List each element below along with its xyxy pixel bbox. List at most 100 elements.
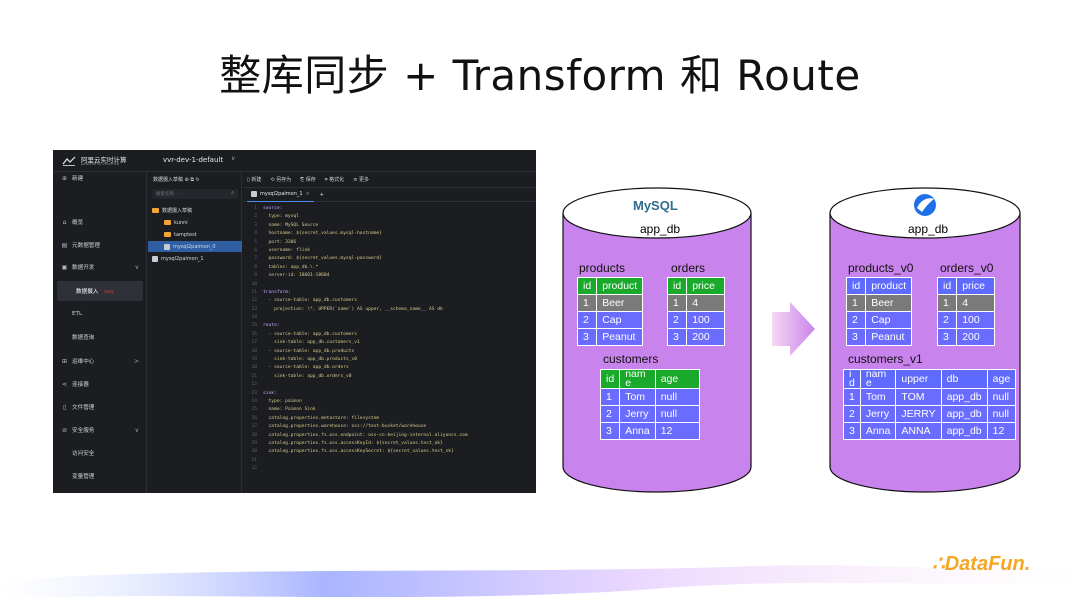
toolbar-button[interactable]: ⟲ 另存为: [270, 176, 291, 183]
source-db-name: app_db: [640, 222, 681, 236]
tree-search-input[interactable]: 搜索名称... ⌕: [152, 189, 238, 199]
sidebar-item-label: 连接器: [72, 382, 89, 388]
code-line: 29 catalog.properties.fs.oss.accessKeyId…: [243, 440, 536, 448]
sidebar-item[interactable]: ▤元数据管理: [53, 235, 147, 255]
sidebar-item[interactable]: 变量管理: [53, 466, 147, 486]
toolbar-label: 新建: [251, 177, 262, 183]
line-number: 12: [251, 298, 257, 304]
tree-item-label: mysql2paimon_1: [161, 255, 204, 262]
table-cell: JERRY: [895, 405, 942, 423]
sidebar-item[interactable]: 访问安全: [53, 443, 147, 463]
toolbar-button[interactable]: ▯ 新建: [247, 176, 261, 183]
code-text: - source-table: app_db.products: [263, 348, 355, 354]
sidebar-item-label: 数据摄入: [76, 289, 99, 295]
chevron-down-icon[interactable]: ∨: [231, 155, 236, 162]
line-number: 20: [251, 365, 257, 371]
table-cell: Tom: [859, 388, 897, 406]
line-number: 23: [251, 390, 257, 396]
table-cell: 2: [843, 405, 861, 423]
ide-header: 阿里云实时计算 powered by ververica vvr-dev-1-d…: [53, 150, 536, 172]
table-header-cell: product: [596, 277, 644, 295]
file-icon: [164, 243, 170, 250]
sidebar-item[interactable]: ⊕新建: [53, 168, 147, 188]
table-header-cell: id: [666, 277, 688, 295]
dots-icon: ∴: [932, 553, 945, 575]
ide-screenshot: 阿里云实时计算 powered by ververica vvr-dev-1-d…: [53, 150, 536, 493]
tree-item[interactable]: mysql2paimon_1: [148, 253, 242, 264]
table-cell: Beer: [865, 294, 913, 312]
code-line: 5 port: 3306: [243, 239, 536, 247]
chevron-icon[interactable]: ∨: [134, 426, 139, 434]
tree-item-label: kunni: [174, 219, 188, 226]
code-line: 19 sink-table: app_db.products_v0: [243, 356, 536, 364]
sidebar-item[interactable]: ▯文件管理: [53, 397, 147, 417]
folder-icon: [164, 232, 171, 237]
line-number: 27: [251, 424, 257, 430]
table-cell: 1: [599, 388, 621, 406]
sidebar-item[interactable]: ▣数据开发∨: [53, 257, 147, 277]
sidebar-item[interactable]: ⌂概览: [53, 212, 147, 232]
code-text: - source-table: app_db.orders: [263, 365, 349, 371]
table-header-cell: id: [845, 277, 867, 295]
code-line: 24 type: paimon: [243, 398, 536, 406]
toolbar-label: 保存: [305, 177, 316, 183]
add-tab-icon[interactable]: +: [319, 191, 324, 198]
chevron-icon[interactable]: >: [133, 357, 139, 365]
editor-toolbar: ▯ 新建 ⟲ 另存为 ⎘ 保存 ⌗ 格式化 ≡ 更多: [243, 172, 536, 188]
workspace-selector[interactable]: vvr-dev-1-default: [163, 156, 224, 164]
line-number: 19: [251, 357, 257, 363]
close-icon[interactable]: ×: [305, 191, 310, 197]
code-text: tables: app_db.\.*: [263, 264, 319, 270]
search-icon[interactable]: ⌕: [231, 190, 234, 196]
table-cell: 2: [576, 311, 598, 329]
line-number: 26: [251, 415, 257, 421]
table-header-cell: id: [576, 277, 598, 295]
code-line: 6 username: flink: [243, 247, 536, 255]
tree-item[interactable]: kunni: [148, 217, 242, 228]
table-cell: 200: [686, 328, 726, 346]
tree-item[interactable]: mysql2paimon_0: [148, 241, 242, 252]
table-cell: 100: [956, 311, 996, 329]
sidebar-item[interactable]: ETL: [53, 304, 147, 324]
table-cell: 2: [845, 311, 867, 329]
tab-active[interactable]: mysql2paimon_1 ×: [247, 188, 314, 202]
line-number: 4: [254, 231, 257, 237]
code-line: 20 - source-table: app_db.orders: [243, 364, 536, 372]
sidebar-item-label: 运维中心: [72, 359, 95, 365]
orders-label: orders: [671, 261, 706, 275]
toolbar-button[interactable]: ⎘ 保存: [300, 176, 316, 183]
table-cell: 3: [599, 422, 621, 440]
sidebar-item[interactable]: ⋖连接器: [53, 374, 147, 394]
table-header-cell: id: [936, 277, 958, 295]
table-cell: 3: [666, 328, 688, 346]
code-text: password: ${secret_values.mysql-password…: [263, 256, 382, 262]
table-cell: 3: [576, 328, 598, 346]
sidebar-item[interactable]: 数据查询: [53, 327, 147, 347]
table-cell: null: [986, 405, 1017, 423]
sidebar-item[interactable]: ⊘安全服务∨: [53, 420, 147, 440]
toolbar-button[interactable]: ⌗ 格式化: [325, 176, 344, 183]
toolbar-icon: ⌗: [324, 177, 330, 183]
toolbar-button[interactable]: ≡ 更多: [353, 176, 369, 183]
table-cell: 1: [843, 388, 861, 406]
tree-item[interactable]: 数据摄入草稿: [148, 205, 242, 216]
table-cell: ANNA: [895, 422, 942, 440]
code-line: 9 server-id: 18601-18604: [243, 272, 536, 280]
chevron-icon[interactable]: ∨: [134, 263, 139, 271]
line-number: 32: [251, 466, 257, 472]
table-header-cell: i d: [843, 369, 861, 389]
tree-item[interactable]: tamptest: [148, 229, 242, 240]
line-number: 8: [254, 264, 257, 270]
paimon-logo-icon: [914, 194, 936, 216]
sidebar-item[interactable]: ⊞运维中心>: [53, 351, 147, 371]
table-header-cell: price: [956, 277, 996, 295]
code-text: name: MySQL Source: [263, 222, 319, 228]
